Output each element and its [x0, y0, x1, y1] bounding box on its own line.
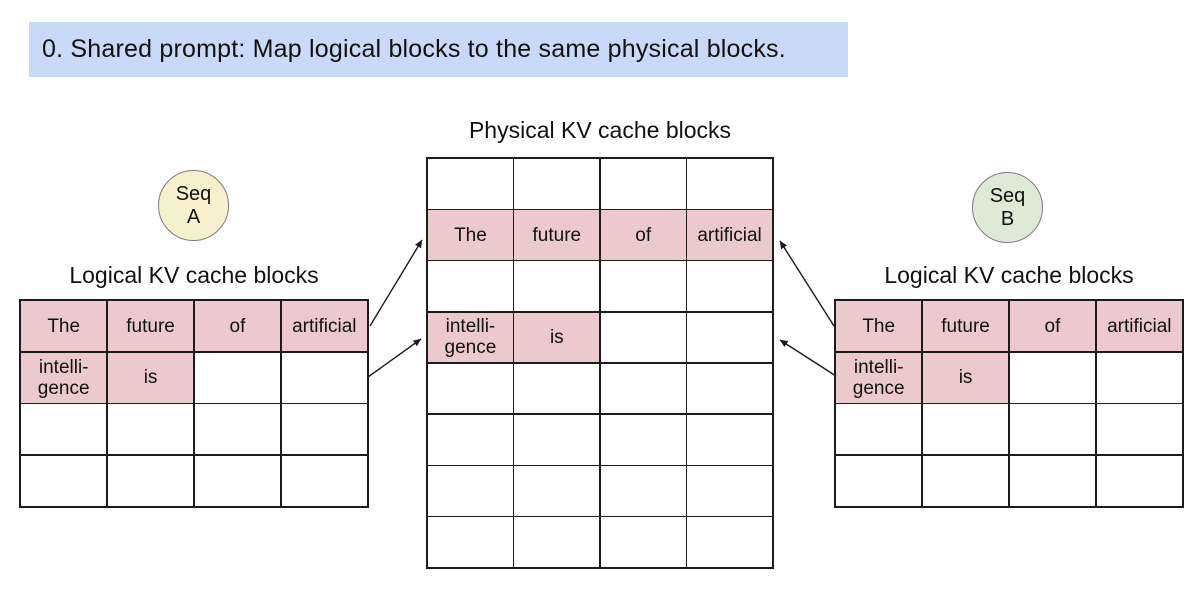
physical-cell-the: The [428, 210, 513, 260]
logical-b-cell-empty [1009, 352, 1096, 403]
physical-blocks-title: Physical KV cache blocks [468, 117, 732, 143]
logical-a-cell-artificial: artificial [281, 301, 367, 352]
physical-cell-empty [600, 312, 686, 363]
logical-a-cell-is: is [107, 352, 194, 403]
logical-a-cell-empty [281, 352, 367, 403]
physical-cell-empty [687, 363, 772, 414]
logical-a-cell-intelligence-line2: gence [37, 377, 90, 399]
arrow-seq-a-block1-to-physical [367, 338, 422, 378]
logical-a-cell-empty [107, 404, 194, 455]
physical-cell-empty [687, 159, 772, 209]
logical-b-cell-intelligence-line1: intelli- [853, 356, 904, 378]
physical-cell-empty [600, 466, 686, 516]
physical-cell-empty [428, 517, 513, 567]
logical-a-cell-intelligence-line1: intelli- [38, 356, 89, 378]
logical-b-cell-is: is [922, 352, 1009, 403]
physical-cell-empty [600, 159, 686, 209]
physical-cell-intelligence-line2: gence [444, 337, 497, 359]
physical-cell-empty [428, 466, 513, 516]
physical-cell-is: is [514, 312, 600, 363]
physical-cell-empty [687, 414, 772, 465]
physical-cell-of: of [600, 210, 686, 260]
logical-b-cell-empty [1096, 404, 1182, 455]
logical-a-cell-of: of [194, 301, 281, 352]
physical-cell-empty [428, 363, 513, 414]
physical-cell-intelligence: intelli- gence [428, 312, 513, 363]
arrow-seq-b-block0-to-physical [779, 240, 835, 327]
physical-cell-empty [514, 363, 600, 414]
logical-b-cell-the: The [836, 301, 922, 352]
physical-cell-empty [514, 466, 600, 516]
physical-cell-empty [687, 261, 772, 312]
logical-a-cell-empty [281, 455, 367, 506]
logical-blocks-title-seq-b: Logical KV cache blocks [884, 262, 1134, 288]
physical-cell-empty [600, 517, 686, 567]
seq-b-label-line1: Seq [989, 184, 1026, 207]
shared-prompt-banner: 0. Shared prompt: Map logical blocks to … [29, 22, 848, 77]
physical-cell-empty [514, 261, 600, 312]
logical-a-cell-future: future [107, 301, 194, 352]
seq-a-label-line2: A [186, 205, 201, 228]
logical-a-cell-empty [194, 352, 281, 403]
logical-b-cell-artificial: artificial [1096, 301, 1182, 352]
logical-b-cell-empty [922, 404, 1009, 455]
physical-kv-cache-table: The future of artificial intelli- gence … [426, 157, 774, 569]
logical-b-cell-future: future [922, 301, 1009, 352]
arrow-seq-a-block0-to-physical [369, 239, 423, 327]
logical-a-cell-empty [107, 455, 194, 506]
physical-cell-empty [600, 363, 686, 414]
physical-cell-empty [600, 261, 686, 312]
logical-b-cell-empty [1096, 455, 1182, 506]
physical-cell-empty [428, 159, 513, 209]
physical-cell-empty [514, 159, 600, 209]
logical-a-cell-empty [194, 404, 281, 455]
physical-cell-intelligence-line1: intelli- [445, 316, 496, 338]
logical-a-cell-empty [21, 404, 107, 455]
physical-cell-artificial: artificial [687, 210, 772, 260]
seq-b-label-line2: B [1000, 207, 1015, 230]
logical-kv-cache-table-seq-b: The future of artificial intelli- gence … [834, 299, 1184, 508]
logical-b-cell-empty [836, 404, 922, 455]
physical-cell-empty [428, 414, 513, 465]
shared-prompt-banner-text: 0. Shared prompt: Map logical blocks to … [42, 35, 786, 63]
physical-cell-empty [687, 312, 772, 363]
logical-b-cell-empty [922, 455, 1009, 506]
logical-b-cell-empty [1009, 455, 1096, 506]
logical-a-cell-intelligence: intelli- gence [21, 352, 107, 403]
seq-a-badge: Seq A [158, 170, 229, 241]
logical-b-cell-empty [1096, 352, 1182, 403]
logical-a-cell-empty [281, 404, 367, 455]
arrow-seq-b-block1-to-physical [779, 339, 837, 377]
physical-cell-empty [428, 261, 513, 312]
logical-a-cell-empty [21, 455, 107, 506]
physical-cell-future: future [514, 210, 600, 260]
physical-cell-empty [687, 466, 772, 516]
logical-b-cell-empty [836, 455, 922, 506]
physical-cell-empty [514, 414, 600, 465]
logical-a-cell-empty [194, 455, 281, 506]
logical-b-cell-empty [1009, 404, 1096, 455]
logical-b-cell-of: of [1009, 301, 1096, 352]
seq-a-label-line1: Seq [175, 182, 212, 205]
physical-cell-empty [600, 414, 686, 465]
logical-kv-cache-table-seq-a: The future of artificial intelli- gence … [19, 299, 369, 508]
logical-a-cell-the: The [21, 301, 107, 352]
physical-cell-empty [687, 517, 772, 567]
logical-blocks-title-seq-a: Logical KV cache blocks [69, 262, 319, 288]
logical-b-cell-intelligence: intelli- gence [836, 352, 922, 403]
physical-cell-empty [514, 517, 600, 567]
logical-b-cell-intelligence-line2: gence [852, 377, 905, 399]
seq-b-badge: Seq B [972, 172, 1043, 243]
